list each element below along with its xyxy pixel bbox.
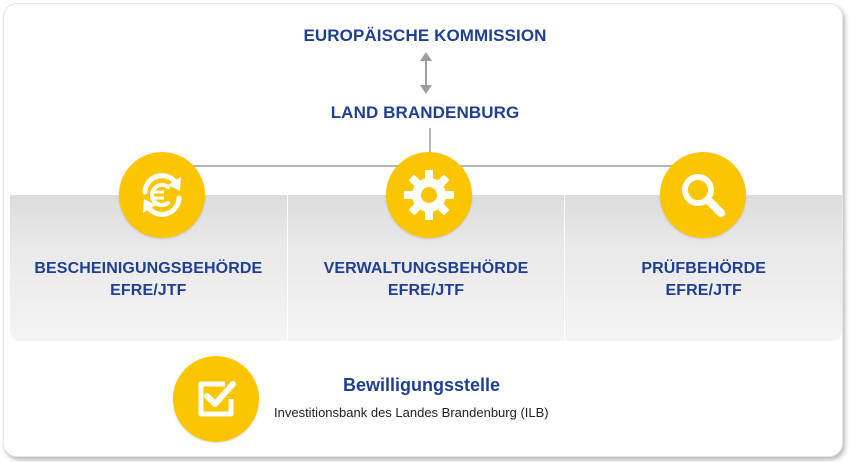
granting-office-subtitle: Investitionsbank des Landes Brandenburg … xyxy=(274,405,549,420)
certifying-authority-label: BESCHEINIGUNGSBEHÖRDE EFRE/JTF xyxy=(10,258,287,302)
magnifier-icon xyxy=(660,152,746,238)
gear-icon xyxy=(386,152,472,238)
checkbox-check-icon xyxy=(173,356,259,442)
granting-office-title: Bewilligungsstelle xyxy=(343,375,501,395)
land-brandenburg-title: LAND BRANDENBURG xyxy=(330,103,520,122)
double-arrow-icon xyxy=(420,52,432,94)
european-commission-title: EUROPÄISCHE KOMMISSION xyxy=(303,26,547,45)
audit-authority-fund: EFRE/JTF xyxy=(665,282,742,299)
certifying-authority-name: BESCHEINIGUNGSBEHÖRDE xyxy=(34,260,263,277)
connector-vertical xyxy=(429,128,431,166)
certifying-authority-fund: EFRE/JTF xyxy=(110,282,187,299)
audit-authority-name: PRÜFBEHÖRDE xyxy=(641,260,767,277)
managing-authority-label: VERWALTUNGSBEHÖRDE EFRE/JTF xyxy=(288,258,565,302)
euro-exchange-icon xyxy=(119,152,205,238)
managing-authority-fund: EFRE/JTF xyxy=(387,282,465,299)
managing-authority-name: VERWALTUNGSBEHÖRDE xyxy=(323,260,529,277)
panel-certifying-authority: BESCHEINIGUNGSBEHÖRDE EFRE/JTF xyxy=(10,195,287,341)
audit-authority-label: PRÜFBEHÖRDE EFRE/JTF xyxy=(565,258,842,302)
